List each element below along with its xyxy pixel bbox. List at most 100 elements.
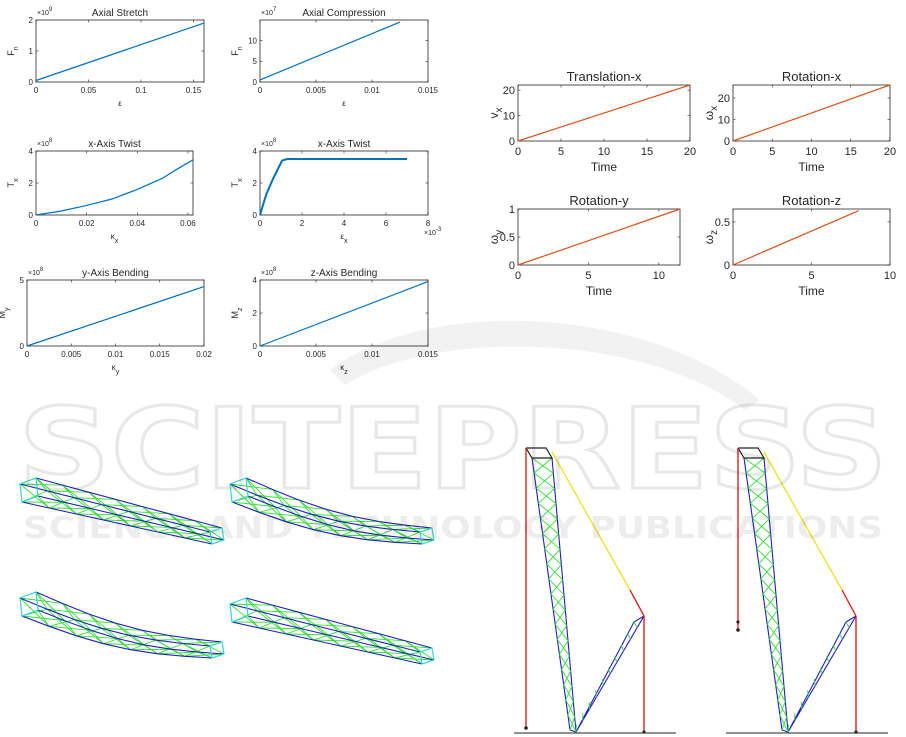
truss-diagonal: [340, 637, 366, 647]
y-exponent-label: ×107: [261, 7, 277, 17]
y-tick-label: 2: [253, 309, 258, 318]
chart-title: Rotation-z: [782, 193, 841, 208]
series-line-0: [259, 158, 407, 216]
x-tick-label: 2: [300, 219, 305, 228]
x-axis-label-main: κ: [340, 363, 345, 372]
chart-title: x-Axis Twist: [318, 139, 371, 150]
jib-lacing: [819, 667, 823, 675]
y-tick-label: 1: [509, 204, 515, 216]
truss-chord: [229, 603, 421, 653]
x-tick-label: 10: [653, 270, 665, 282]
truss-diagonal: [35, 477, 65, 503]
boom-lacing: [552, 594, 565, 610]
series-line-0: [517, 208, 681, 266]
y-axis-label: vx: [487, 108, 505, 119]
y-exponent-label: ×108: [261, 138, 277, 148]
jib-lacing: [595, 690, 597, 698]
jib-lacing: [807, 690, 809, 698]
truss-diagonal: [103, 634, 129, 645]
truss-chord: [229, 483, 421, 533]
truss-chord: [245, 477, 433, 529]
y-exponent-power: 8: [49, 138, 53, 144]
x-tick-label: 0: [730, 146, 736, 158]
boom-lacing: [546, 549, 561, 565]
y-tick-label: 10: [248, 36, 257, 45]
truss-diagonal: [103, 511, 129, 521]
y-axis-label-subscript: y: [494, 230, 505, 235]
x-axis-label-main: κ: [112, 363, 117, 372]
truss-diagonal: [247, 495, 260, 513]
boom-lacing: [781, 716, 788, 731]
x-axis-label: κz: [340, 363, 348, 376]
x-axis-label-main: Time: [798, 160, 825, 174]
x-exponent-label: ×10-3: [424, 227, 442, 237]
boom-lacing: [569, 716, 576, 731]
truss-diagonal: [274, 506, 287, 523]
truss-chord: [231, 501, 423, 545]
x-tick-label: 15: [845, 146, 857, 158]
truss-diagonal: [272, 489, 285, 506]
truss-diagonal: [168, 513, 198, 535]
truss-diagonal: [272, 604, 302, 629]
crane-structure: [514, 447, 676, 734]
axes-box: [732, 208, 891, 266]
axes-box: [35, 150, 194, 216]
boom-lacing: [756, 533, 771, 549]
jib-lacing: [826, 656, 830, 663]
x-axis-label: εx: [340, 232, 348, 245]
truss-chord: [245, 597, 433, 649]
y-exponent-base: ×10: [261, 270, 273, 277]
y-exponent-power: 8: [273, 138, 277, 144]
y-axis-label-main: F: [230, 50, 240, 56]
x-tick-label: 0.01: [108, 350, 124, 359]
chart-title: Axial Stretch: [92, 8, 148, 19]
series-line-0: [26, 286, 205, 347]
truss-end-frame: [229, 597, 249, 623]
chart-title: Rotation-y: [569, 193, 629, 208]
truss-end-frame: [229, 477, 249, 503]
y-tick-label: 0: [20, 342, 25, 351]
boom-lacing: [533, 457, 553, 474]
x-tick-label: 20: [884, 146, 896, 158]
truss-end-frame: [19, 477, 39, 503]
y-axis-label: Tx: [230, 178, 244, 188]
x-axis-label-main: κ: [111, 232, 116, 241]
x-tick-label: 0.01: [364, 86, 380, 95]
truss-chord: [19, 483, 211, 533]
boom-lacing: [554, 609, 566, 625]
x-tick-label: 5: [769, 146, 775, 158]
hook-node: [524, 726, 528, 730]
y-axis-label-main: ω: [702, 111, 716, 120]
x-tick-label: 0: [25, 350, 30, 359]
x-exponent-power: -3: [436, 227, 442, 233]
chart-title: Axial Compression: [302, 8, 385, 19]
chart-title: Rotation-x: [782, 69, 842, 84]
y-exponent-label: ×108: [28, 267, 44, 277]
x-tick-label: 0.05: [81, 86, 97, 95]
chart-title: Translation-x: [567, 69, 642, 84]
boom-lacing: [779, 701, 786, 716]
jib-lacing: [845, 621, 850, 628]
truss-diagonal: [88, 613, 102, 629]
boom-lacing: [561, 655, 570, 670]
cable-red-upper: [841, 589, 857, 617]
truss-diagonal: [37, 609, 50, 627]
y-exponent-base: ×10: [261, 10, 273, 17]
truss-diagonal: [325, 619, 355, 642]
x-axis-label: κx: [111, 232, 119, 245]
boom-lacing: [567, 701, 574, 716]
truss-chord: [37, 609, 225, 655]
truss-beam-drawings: [19, 477, 435, 665]
y-tick-label: 0: [29, 211, 34, 220]
x-tick-label: 0.15: [186, 86, 202, 95]
x-tick-label: 0.005: [306, 350, 327, 359]
y-axis-label: Fn: [6, 46, 20, 56]
boom-lacing: [542, 518, 558, 534]
truss-diagonal: [298, 611, 328, 636]
y-axis-label-subscript: n: [237, 46, 244, 50]
chart-title: y-Axis Bending: [82, 268, 149, 279]
x-tick-label: 0.1: [135, 86, 147, 95]
jib-lacing: [633, 621, 638, 628]
